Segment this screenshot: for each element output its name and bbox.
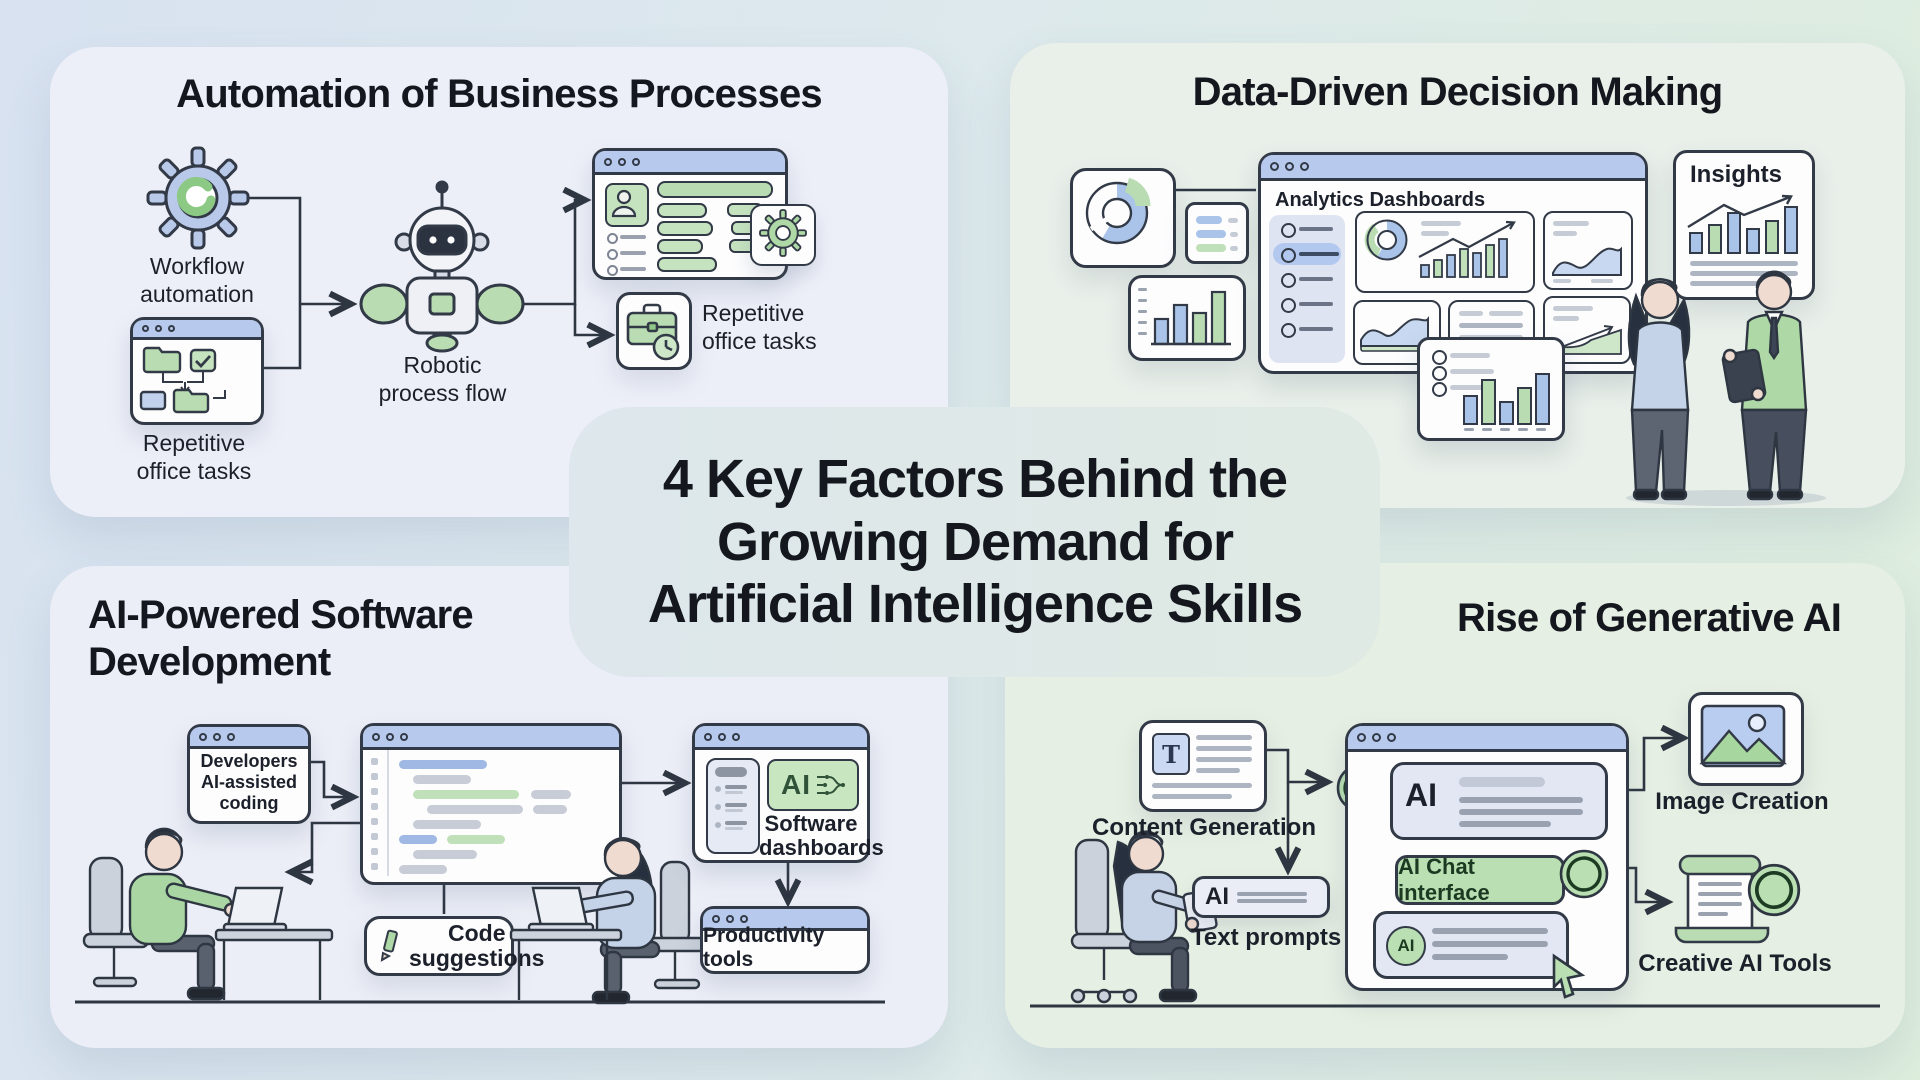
doc-mini-card — [1185, 202, 1249, 264]
ai-spiral-icon — [1747, 863, 1801, 917]
window-titlebar — [1348, 726, 1626, 752]
donut-chart-icon — [1085, 177, 1151, 245]
content-generation-label: Content Generation — [1092, 814, 1317, 841]
productivity-tools-window: Productivity tools — [700, 906, 870, 974]
productivity-label: Productivity tools — [703, 924, 825, 971]
pencil-icon — [380, 929, 398, 962]
pie-chart-card — [1070, 168, 1176, 268]
ai-badge: AI — [767, 759, 859, 811]
developers-label: Developers AI-assisted coding — [200, 750, 298, 813]
software-dashboards-label: Software dashboards — [759, 811, 884, 860]
main-title-line2: Growing Demand for — [716, 511, 1234, 572]
window-titlebar — [703, 909, 867, 931]
main-title-line3: Artificial Intelligence Skills — [647, 574, 1303, 635]
code-suggestions-card: Code suggestions — [364, 916, 544, 976]
dash-card-wave — [1543, 211, 1633, 290]
ai-badge-label: AI — [781, 769, 811, 800]
chat-ai-label: AI — [1405, 777, 1437, 813]
developer-woman-illustration — [509, 837, 707, 1005]
text-prompt-field: AI — [1192, 876, 1330, 918]
creator-woman-illustration — [1070, 830, 1218, 1004]
ai-message-bubble: AI — [1390, 762, 1608, 840]
scroll-icon — [1674, 854, 1770, 944]
content-generation-card: T — [1139, 720, 1267, 812]
developers-window: Developers AI-assisted coding — [187, 724, 311, 824]
main-title-line1: 4 Key Factors Behind the — [662, 449, 1288, 509]
insights-title: Insights — [1690, 161, 1783, 188]
workflow-automation-label: Workflow automation — [140, 253, 254, 307]
cursor-icon — [1552, 953, 1586, 999]
text-lines — [1237, 889, 1307, 906]
image-creation-card — [1688, 692, 1804, 786]
bar-report-window — [1417, 337, 1565, 441]
text-prompts-label: Text prompts — [1191, 924, 1342, 951]
window-titlebar — [695, 726, 867, 750]
q2-title: Data-Driven Decision Making — [1192, 70, 1723, 114]
insights-card: Insights — [1673, 150, 1815, 300]
sidebar-panel — [706, 758, 760, 854]
briefcase-card — [616, 292, 692, 370]
image-creation-label: Image Creation — [1655, 788, 1829, 815]
chat-interface-label: AI Chat interface — [1398, 854, 1490, 905]
main-title: 4 Key Factors Behind the Growing Demand … — [575, 448, 1375, 636]
bar-chart-card — [1128, 275, 1246, 361]
ai-spiral-icon — [1559, 849, 1609, 899]
repetitive-tasks-window — [130, 317, 264, 425]
center-band — [569, 407, 1380, 677]
robot-icon — [359, 180, 525, 353]
q3-title: AI-Powered Software Development — [88, 593, 474, 684]
bar-chart-icon — [1463, 373, 1550, 431]
analytics-title: Analytics Dashboards — [1275, 189, 1486, 211]
prompt-ai-label: AI — [1205, 883, 1229, 910]
briefcase-clock-icon — [626, 303, 680, 361]
robot-label: Robotic process flow — [378, 352, 507, 406]
code-suggestions-label: Code suggestions — [409, 920, 545, 971]
business-people-illustration — [1626, 270, 1826, 506]
bubble-ai-label: AI — [1397, 936, 1415, 955]
repetitive-tasks-right-label: Repetitive office tasks — [702, 300, 817, 354]
bar-chart-icon — [1138, 288, 1231, 346]
insights-chart-icon — [1687, 194, 1798, 254]
window-titlebar — [363, 726, 619, 750]
window-titlebar — [190, 727, 308, 749]
repetitive-tasks-left-label: Repetitive office tasks — [136, 430, 252, 484]
circuit-icon — [817, 775, 845, 795]
folder-flow-icon — [139, 346, 226, 414]
q4-title: Rise of Generative AI — [1457, 596, 1842, 640]
gear-mini-card — [750, 204, 816, 266]
gear-icon — [146, 146, 250, 250]
code-gutter — [363, 750, 389, 876]
window-titlebar — [1261, 155, 1645, 181]
dash-card-donut-bars — [1355, 211, 1535, 293]
ai-chat-window: AI AI Chat interface AI — [1345, 723, 1629, 991]
gear-small-icon — [759, 209, 807, 257]
window-titlebar — [133, 320, 261, 340]
text-icon: T — [1152, 733, 1190, 775]
software-dashboards-window: AI Software dashboards — [692, 723, 884, 863]
image-icon — [1699, 704, 1787, 768]
dash-card-growth — [1543, 296, 1631, 364]
developer-man-illustration — [82, 827, 334, 1001]
code-editor-window — [360, 723, 622, 885]
q1-title: Automation of Business Processes — [176, 72, 823, 116]
ai-reply-bubble: AI — [1373, 911, 1569, 979]
creative-ai-tools-label: Creative AI Tools — [1638, 950, 1832, 977]
window-titlebar — [595, 151, 785, 175]
ai-chat-interface-pill: AI Chat interface — [1395, 854, 1565, 905]
avatar — [605, 183, 649, 227]
analytics-sidebar — [1269, 215, 1345, 363]
